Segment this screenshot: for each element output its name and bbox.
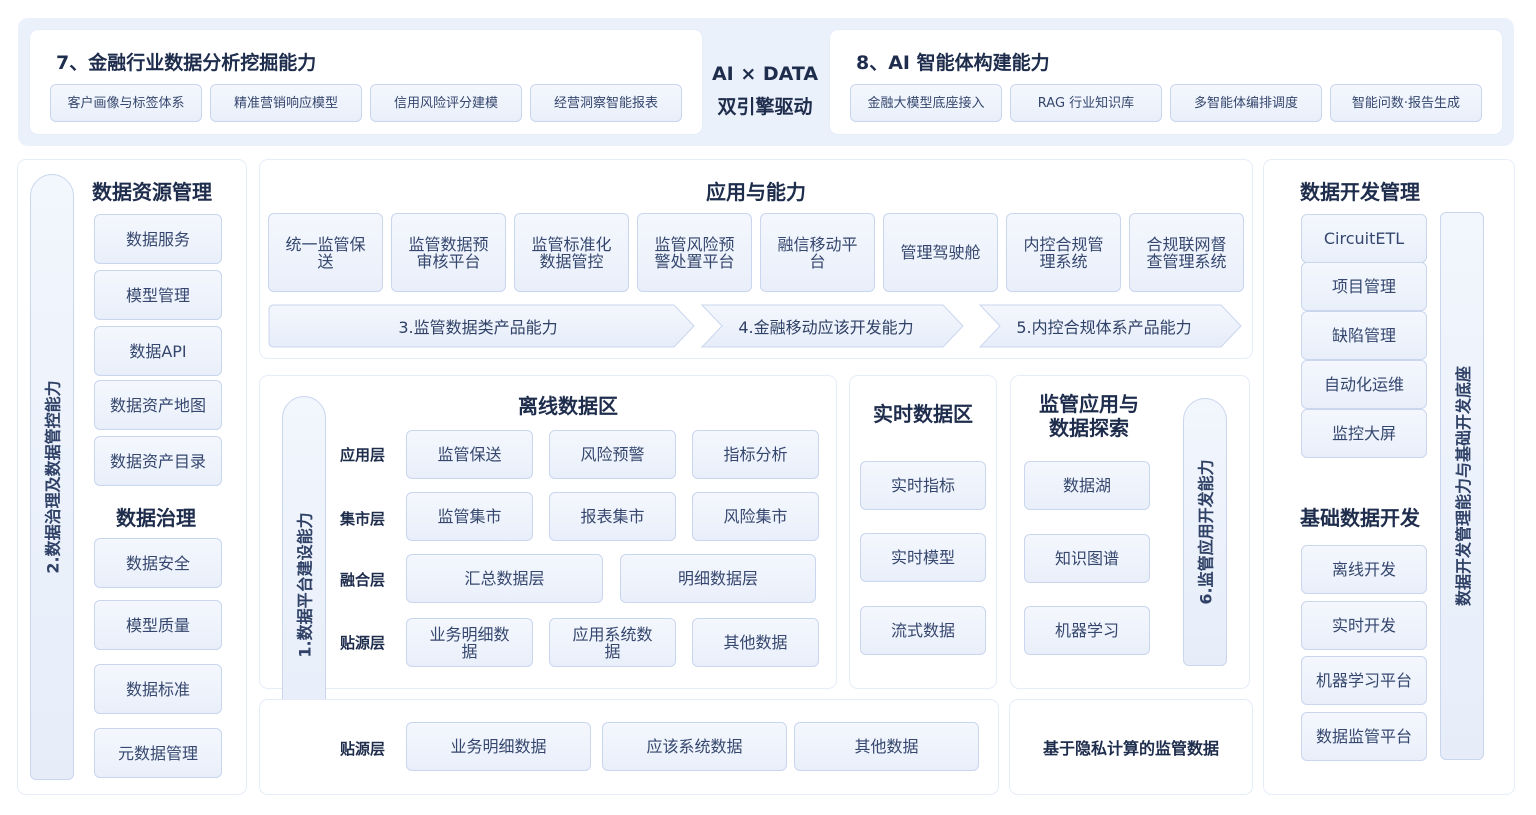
capability-arrow-1-shape xyxy=(268,304,695,348)
offline-mart-item-1[interactable]: 监管集市 xyxy=(406,492,533,541)
engine-label-line1: AI × DATA xyxy=(711,63,819,85)
resource-item-4[interactable]: 数据资产地图 xyxy=(94,380,222,430)
offline-mart-item-2[interactable]: 报表集市 xyxy=(549,492,676,541)
top-right-item-2[interactable]: RAG 行业知识库 xyxy=(1010,84,1162,122)
realtime-zone-title: 实时数据区 xyxy=(873,402,973,426)
capability-arrow-3[interactable]: 5.内控合规体系产品能力 xyxy=(1016,318,1192,337)
top-right-item-1[interactable]: 金融大模型底座接入 xyxy=(850,84,1002,122)
layer-label-source: 贴源层 xyxy=(340,634,386,652)
privacy-panel: 基于隐私计算的监管数据 xyxy=(1010,700,1252,794)
bottom-layer-label: 贴源层 xyxy=(340,740,386,758)
governance-item-3[interactable]: 数据标准 xyxy=(94,664,222,714)
base-item-3[interactable]: 机器学习平台 xyxy=(1301,656,1427,705)
bottom-item-1[interactable]: 业务明细数据 xyxy=(406,722,591,771)
dev-item-3[interactable]: 缺陷管理 xyxy=(1301,311,1427,360)
resource-item-3[interactable]: 数据API xyxy=(94,326,222,376)
offline-source-item-1[interactable]: 业务明细数据 xyxy=(406,618,533,667)
dev-item-4[interactable]: 自动化运维 xyxy=(1301,360,1427,409)
capability-arrow-1[interactable]: 3.监管数据类产品能力 xyxy=(398,318,558,337)
top-left-item-2[interactable]: 精准营销响应模型 xyxy=(210,84,362,122)
top-right-item-4[interactable]: 智能问数·报告生成 xyxy=(1330,84,1482,122)
left-vertical-bar: 2.数据治理及数据管控能力 xyxy=(30,174,74,780)
bottom-item-3[interactable]: 其他数据 xyxy=(794,722,979,771)
right-vertical-label: 数据开发管理能力与基础开发底座 xyxy=(1454,365,1474,607)
governance-title: 数据治理 xyxy=(116,506,196,530)
app-item-3[interactable]: 监管标准化数据管控 xyxy=(514,213,629,292)
bottom-source-panel: 贴源层 业务明细数据 应该系统数据 其他数据 xyxy=(260,700,998,794)
top-right-title: 8、AI 智能体构建能力 xyxy=(856,52,1050,74)
app-item-8[interactable]: 合规联网督查管理系统 xyxy=(1129,213,1244,292)
realtime-item-3[interactable]: 流式数据 xyxy=(860,606,986,655)
application-panel: 应用与能力 统一监管保送 监管数据预审核平台 监管标准化数据管控 监管风险预警处… xyxy=(260,160,1252,358)
realtime-item-1[interactable]: 实时指标 xyxy=(860,461,986,510)
explore-item-3[interactable]: 机器学习 xyxy=(1024,606,1150,655)
right-vertical-bar: 数据开发管理能力与基础开发底座 xyxy=(1440,212,1484,760)
resource-title: 数据资源管理 xyxy=(92,180,212,204)
offline-source-item-3[interactable]: 其他数据 xyxy=(692,618,819,667)
offline-zone-panel: 离线数据区 应用层 监管保送 风险预警 指标分析 集市层 监管集市 报表集市 风… xyxy=(260,376,836,688)
base-item-1[interactable]: 离线开发 xyxy=(1301,545,1427,594)
base-item-2[interactable]: 实时开发 xyxy=(1301,601,1427,650)
explore-title-line2: 数据探索 xyxy=(1049,416,1129,440)
app-item-6[interactable]: 管理驾驶舱 xyxy=(883,213,998,292)
offline-fusion-item-1[interactable]: 汇总数据层 xyxy=(406,554,603,603)
resource-item-2[interactable]: 模型管理 xyxy=(94,270,222,320)
app-item-2[interactable]: 监管数据预审核平台 xyxy=(391,213,506,292)
left-column-panel: 2.数据治理及数据管控能力 数据资源管理 数据服务 模型管理 数据API 数据资… xyxy=(18,160,246,794)
application-title: 应用与能力 xyxy=(706,180,806,204)
capability-arrows xyxy=(268,304,1242,348)
layer-label-mart: 集市层 xyxy=(340,510,386,528)
dev-management-title: 数据开发管理 xyxy=(1300,180,1420,204)
offline-zone-title: 离线数据区 xyxy=(518,394,618,418)
bottom-item-2[interactable]: 应该系统数据 xyxy=(602,722,787,771)
dev-item-5[interactable]: 监控大屏 xyxy=(1301,409,1427,458)
top-left-item-1[interactable]: 客户画像与标签体系 xyxy=(50,84,202,122)
governance-item-4[interactable]: 元数据管理 xyxy=(94,728,222,778)
platform-vertical-label: 1.数据平台建设能力 xyxy=(296,512,315,658)
base-dev-title: 基础数据开发 xyxy=(1300,506,1420,530)
layer-label-fusion: 融合层 xyxy=(340,571,386,589)
governance-item-1[interactable]: 数据安全 xyxy=(94,538,222,588)
layer-label-application: 应用层 xyxy=(340,446,386,464)
offline-app-item-2[interactable]: 风险预警 xyxy=(549,430,676,479)
app-item-1[interactable]: 统一监管保送 xyxy=(268,213,383,292)
top-left-title: 7、金融行业数据分析挖掘能力 xyxy=(56,52,317,74)
explore-item-1[interactable]: 数据湖 xyxy=(1024,461,1150,510)
left-vertical-label: 2.数据治理及数据管控能力 xyxy=(44,380,63,574)
top-left-item-3[interactable]: 信用风险评分建模 xyxy=(370,84,522,122)
realtime-zone-panel: 实时数据区 实时指标 实时模型 流式数据 xyxy=(850,376,996,688)
governance-item-2[interactable]: 模型质量 xyxy=(94,600,222,650)
top-left-item-4[interactable]: 经营洞察智能报表 xyxy=(530,84,682,122)
engine-label-line2: 双引擎驱动 xyxy=(717,96,813,118)
top-right-item-3[interactable]: 多智能体编排调度 xyxy=(1170,84,1322,122)
capability-arrow-3-shape xyxy=(978,304,1242,348)
explore-vertical-bar: 6.监管应用开发能力 xyxy=(1183,398,1227,666)
app-item-4[interactable]: 监管风险预警处置平台 xyxy=(637,213,752,292)
capability-arrow-2[interactable]: 4.金融移动应该开发能力 xyxy=(738,318,914,337)
explore-vertical-label: 6.监管应用开发能力 xyxy=(1197,459,1216,605)
app-item-5[interactable]: 融信移动平台 xyxy=(760,213,875,292)
offline-mart-item-3[interactable]: 风险集市 xyxy=(692,492,819,541)
engine-label: AI × DATA 双引擎驱动 xyxy=(706,58,824,124)
offline-app-item-1[interactable]: 监管保送 xyxy=(406,430,533,479)
right-column-panel: 数据开发管理 CircuitETL 项目管理 缺陷管理 自动化运维 监控大屏 基… xyxy=(1264,160,1514,794)
explore-item-2[interactable]: 知识图谱 xyxy=(1024,534,1150,583)
realtime-item-2[interactable]: 实时模型 xyxy=(860,533,986,582)
app-item-7[interactable]: 内控合规管理系统 xyxy=(1006,213,1121,292)
explore-title: 监管应用与 数据探索 xyxy=(1021,392,1157,440)
dev-item-2[interactable]: 项目管理 xyxy=(1301,262,1427,311)
offline-source-item-2[interactable]: 应用系统数据 xyxy=(549,618,676,667)
offline-app-item-3[interactable]: 指标分析 xyxy=(692,430,819,479)
offline-fusion-item-2[interactable]: 明细数据层 xyxy=(620,554,816,603)
top-right-panel: 8、AI 智能体构建能力 金融大模型底座接入 RAG 行业知识库 多智能体编排调… xyxy=(830,30,1502,134)
explore-title-line1: 监管应用与 xyxy=(1039,392,1139,416)
resource-item-5[interactable]: 数据资产目录 xyxy=(94,436,222,486)
resource-item-1[interactable]: 数据服务 xyxy=(94,214,222,264)
dev-item-1[interactable]: CircuitETL xyxy=(1301,214,1427,263)
privacy-label: 基于隐私计算的监管数据 xyxy=(1042,739,1219,758)
base-item-4[interactable]: 数据监管平台 xyxy=(1301,712,1427,761)
top-left-panel: 7、金融行业数据分析挖掘能力 客户画像与标签体系 精准营销响应模型 信用风险评分… xyxy=(30,30,702,134)
capability-arrow-2-shape xyxy=(700,304,964,348)
explore-zone-panel: 监管应用与 数据探索 数据湖 知识图谱 机器学习 6.监管应用开发能力 xyxy=(1011,376,1249,688)
